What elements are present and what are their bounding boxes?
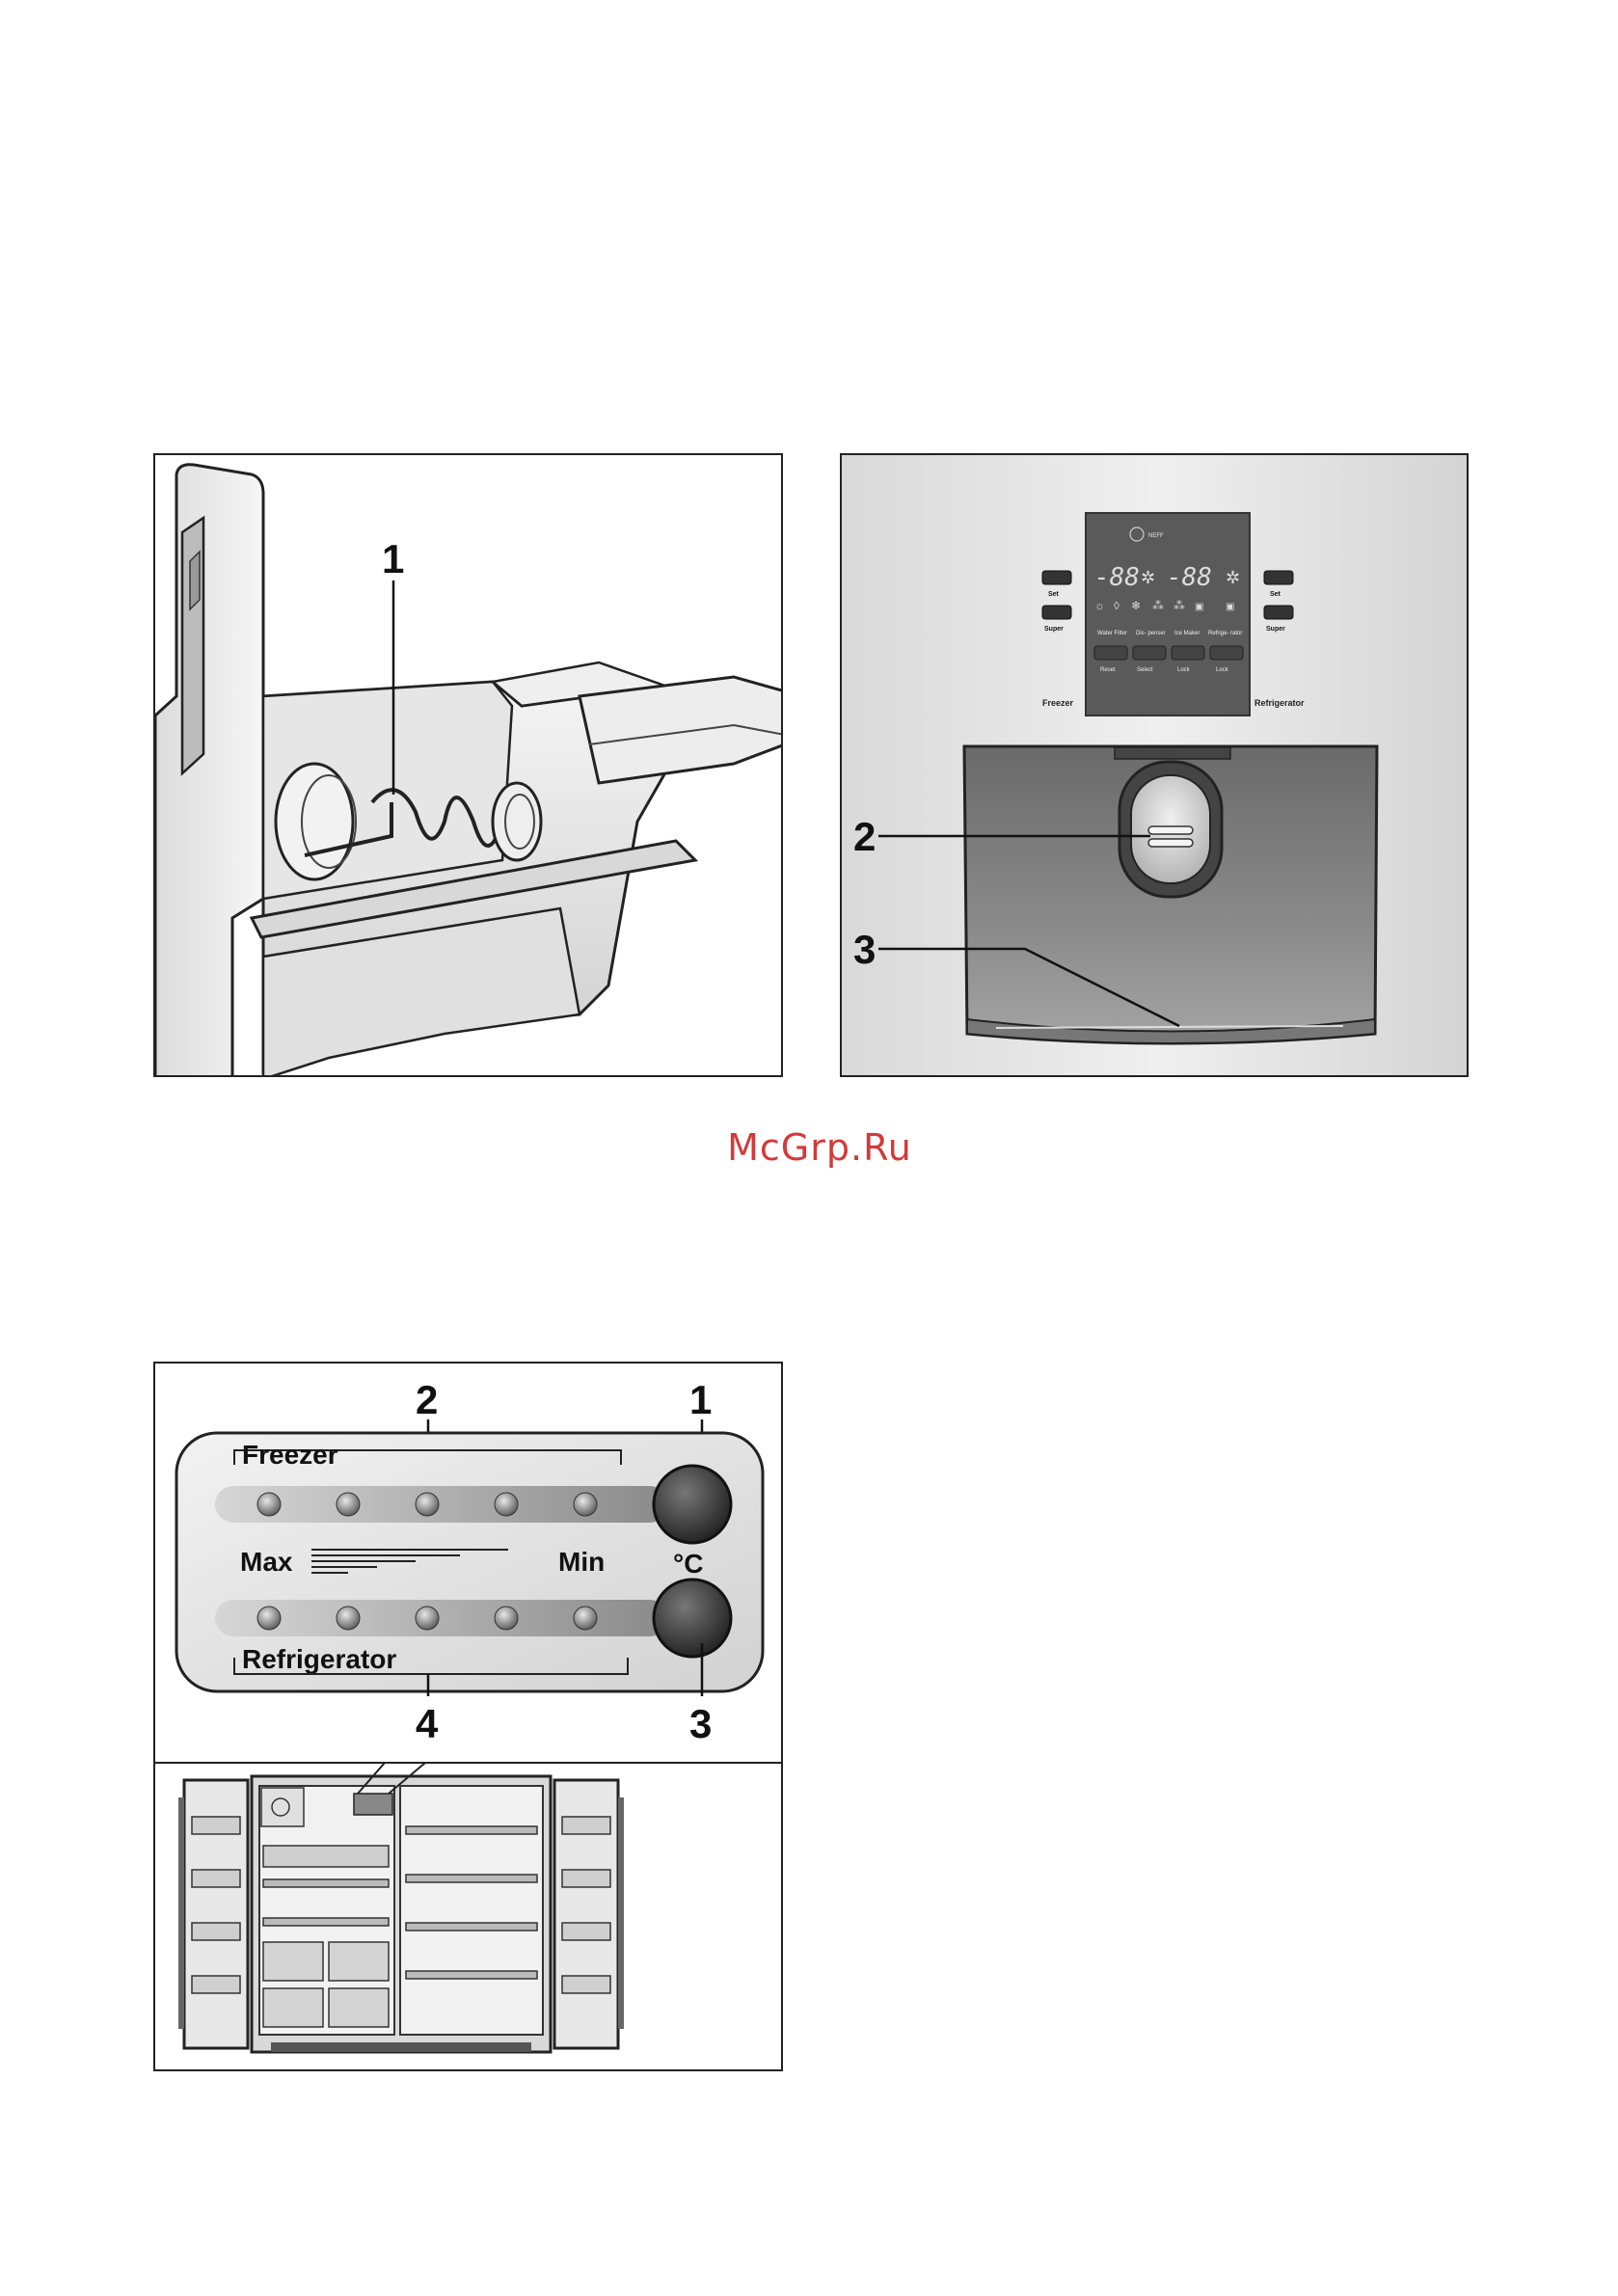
label-lock-2: Lock <box>1216 667 1229 673</box>
panel-button-lock-2[interactable] <box>1210 646 1243 660</box>
label-dispenser: Dis- penser <box>1136 631 1166 636</box>
freezer-temperature-button[interactable] <box>654 1466 731 1543</box>
brand-name: NEFF <box>1148 533 1164 539</box>
callout-3: 3 <box>853 927 876 972</box>
panel-refrigerator-label: Refrigerator <box>1254 698 1305 708</box>
left-set-label: Set <box>1048 591 1060 598</box>
refrigerator-led-2 <box>337 1607 360 1630</box>
callout-4: 4 <box>416 1701 439 1746</box>
right-super-label: Super <box>1266 626 1285 633</box>
refrigerator-led-5 <box>574 1607 597 1630</box>
freezer-led-5 <box>574 1493 597 1516</box>
figure-ice-maker: 1 <box>153 453 783 1077</box>
callout-1: 1 <box>382 536 404 581</box>
ice-cubes-icon: ❄ <box>1131 599 1141 612</box>
freezer-label: Freezer <box>242 1440 338 1470</box>
display-panel <box>1086 513 1250 716</box>
segment-display-right: -88 <box>1167 563 1212 592</box>
refrigerator-led-4 <box>495 1607 518 1630</box>
snowflake-icon: ✲ <box>1141 568 1155 587</box>
control-panel-illustration: 2 1 Freezer Max Min °C Refriger <box>155 1364 783 2071</box>
label-reset: Reset <box>1100 667 1116 673</box>
label-refrigerator-lock: Refrige- rator <box>1208 631 1242 636</box>
cubes-icon: ⁂ <box>1173 599 1185 612</box>
min-label: Min <box>558 1547 605 1577</box>
snowflake-icon: ✲ <box>1226 568 1240 587</box>
panel-freezer-label: Freezer <box>1042 698 1074 708</box>
figure-control-panel: 2 1 Freezer Max Min °C Refriger <box>153 1362 783 2071</box>
refrigerator-led-1 <box>257 1607 281 1630</box>
refrigerator-led-strip <box>215 1600 668 1636</box>
left-set-button[interactable] <box>1042 571 1071 584</box>
callout-1: 1 <box>689 1377 712 1422</box>
freezer-led-2 <box>337 1493 360 1516</box>
dispenser-illustration: NEFF -88 -88 ✲ ✲ ☼ ◊ ❄ ⁂ ⁂ ▣ ▣ Water Fil… <box>842 455 1469 1077</box>
crushed-ice-icon: ⁂ <box>1152 599 1164 612</box>
panel-button-lock[interactable] <box>1172 646 1204 660</box>
freezer-led-3 <box>416 1493 439 1516</box>
refrigerator-label: Refrigerator <box>242 1644 396 1674</box>
left-super-label: Super <box>1044 626 1064 633</box>
callout-3: 3 <box>689 1701 712 1746</box>
label-select: Select <box>1137 667 1153 673</box>
panel-button-select[interactable] <box>1133 646 1166 660</box>
filter-icon: ☼ <box>1094 599 1105 612</box>
callout-2: 2 <box>416 1377 438 1422</box>
max-label: Max <box>240 1547 293 1577</box>
right-set-button[interactable] <box>1264 571 1293 584</box>
right-super-button[interactable] <box>1264 606 1293 619</box>
panel-button-reset[interactable] <box>1094 646 1127 660</box>
freezer-led-4 <box>495 1493 518 1516</box>
label-water-filter: Water Filter <box>1097 631 1127 636</box>
refrigerator-temperature-button[interactable] <box>654 1580 731 1657</box>
ice-maker-illustration: 1 <box>155 455 783 1077</box>
callout-2: 2 <box>853 814 876 859</box>
label-lock: Lock <box>1177 667 1191 673</box>
lock-icon: ▣ <box>1226 602 1234 612</box>
segment-display-left: -88 <box>1094 563 1140 592</box>
refrigerator-led-3 <box>416 1607 439 1630</box>
left-super-button[interactable] <box>1042 606 1071 619</box>
water-drop-icon: ◊ <box>1114 599 1119 612</box>
figure-dispenser: NEFF -88 -88 ✲ ✲ ☼ ◊ ❄ ⁂ ⁂ ▣ ▣ Water Fil… <box>840 453 1469 1077</box>
freezer-led-1 <box>257 1493 281 1516</box>
label-ice-maker: Ice Maker <box>1174 631 1200 636</box>
watermark: McGrp.Ru <box>598 1126 1041 1169</box>
lock-small-icon: ▣ <box>1195 602 1203 612</box>
right-set-label: Set <box>1270 591 1281 598</box>
unit-label: °C <box>673 1549 703 1579</box>
freezer-led-strip <box>215 1486 668 1523</box>
